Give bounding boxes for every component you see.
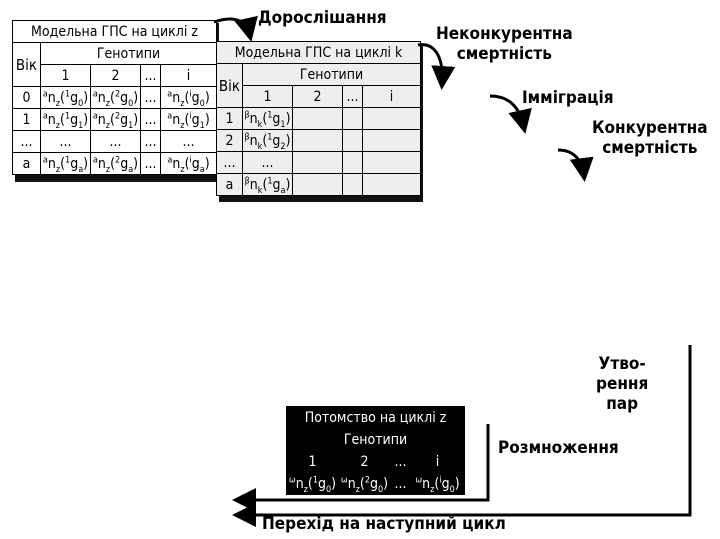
genotype-col-header: i <box>409 450 466 473</box>
table-cell: anz(ig0) <box>159 86 218 109</box>
table-cell: anz(2g0) <box>90 86 141 109</box>
arrow-next-cycle <box>232 345 692 527</box>
label-line: смертність <box>602 138 698 158</box>
table-cell: anz(1g1) <box>40 108 91 131</box>
table-cell: βnk(1g1) <box>242 107 293 130</box>
age-label: ... <box>216 151 243 174</box>
offspring-cell: ωnz(1g0) <box>286 472 339 495</box>
label-pair-formation: Утво- рення пар <box>596 354 648 414</box>
table-cell <box>292 129 343 152</box>
age-label: 0 <box>12 86 41 109</box>
label-line: рення <box>596 374 649 394</box>
label-next-cycle: Перехід на наступний цикл <box>262 514 506 534</box>
label-line: смертність <box>456 44 552 64</box>
offspring-cell: ωnz(ig0) <box>409 472 466 495</box>
table-cell: ... <box>140 130 161 153</box>
label-line: Неконкурентна <box>436 24 573 44</box>
age-label: 1 <box>12 108 41 131</box>
age-header: Вік <box>12 42 41 87</box>
offspring-title: Потомство на циклі z <box>285 406 466 429</box>
arrow-maturation <box>213 15 258 42</box>
genotype-col-header: 1 <box>242 85 293 108</box>
genotype-col-header: ... <box>390 450 411 473</box>
arrow-competitive <box>557 148 594 182</box>
label-line: Утво- <box>598 354 646 374</box>
genotype-col-header: 2 <box>292 85 343 108</box>
age-label: a <box>216 173 243 196</box>
label-competitive: Конкурентна смертність <box>592 118 708 158</box>
label-line: пар <box>606 394 639 414</box>
offspring-genotypes-header: Генотипи <box>285 428 466 451</box>
label-immigration: Імміграція <box>522 88 614 108</box>
label-line: Конкурентна <box>592 118 708 138</box>
label-maturation: Дорослішання <box>258 8 387 28</box>
table-cell <box>342 173 363 196</box>
table-cell: ... <box>242 151 293 174</box>
arrow-immigration <box>489 94 532 134</box>
genotypes-header: Генотипи <box>39 42 218 65</box>
table-cell: ... <box>90 130 141 153</box>
table-cell: anz(2ga) <box>90 152 141 175</box>
label-reproduction: Розмноження <box>498 438 619 458</box>
table-cell: βnk(1ga) <box>242 173 293 196</box>
table-cell: βnk(1g2) <box>242 129 293 152</box>
table-cell: anz(1g0) <box>40 86 91 109</box>
table-cell: anz(1ga) <box>40 152 91 175</box>
table-cell <box>292 173 343 196</box>
table-cell: ... <box>140 86 161 109</box>
age-label: ... <box>12 130 41 153</box>
age-label: 2 <box>216 129 243 152</box>
table-cell <box>342 129 363 152</box>
arrow-noncompetitive <box>417 43 456 90</box>
label-noncompetitive: Неконкурентна смертність <box>436 24 573 64</box>
table-cell <box>362 129 421 152</box>
genotype-col-header: i <box>159 64 218 87</box>
table-title: Модельна ГПС на циклі k <box>216 41 421 64</box>
genotype-col-header: 1 <box>286 450 339 473</box>
arrow-reproduction <box>232 424 490 512</box>
table-cell <box>292 107 343 130</box>
table-cell <box>362 173 421 196</box>
genotype-col-header: 2 <box>90 64 141 87</box>
table-title: Модельна ГПС на циклі z <box>11 20 218 43</box>
table-cell: anz(2g1) <box>90 108 141 131</box>
age-label: 1 <box>216 107 243 130</box>
table-cell <box>342 107 363 130</box>
age-header: Вік <box>216 63 243 108</box>
genotype-col-header: ... <box>140 64 161 87</box>
table-cell: ... <box>40 130 91 153</box>
